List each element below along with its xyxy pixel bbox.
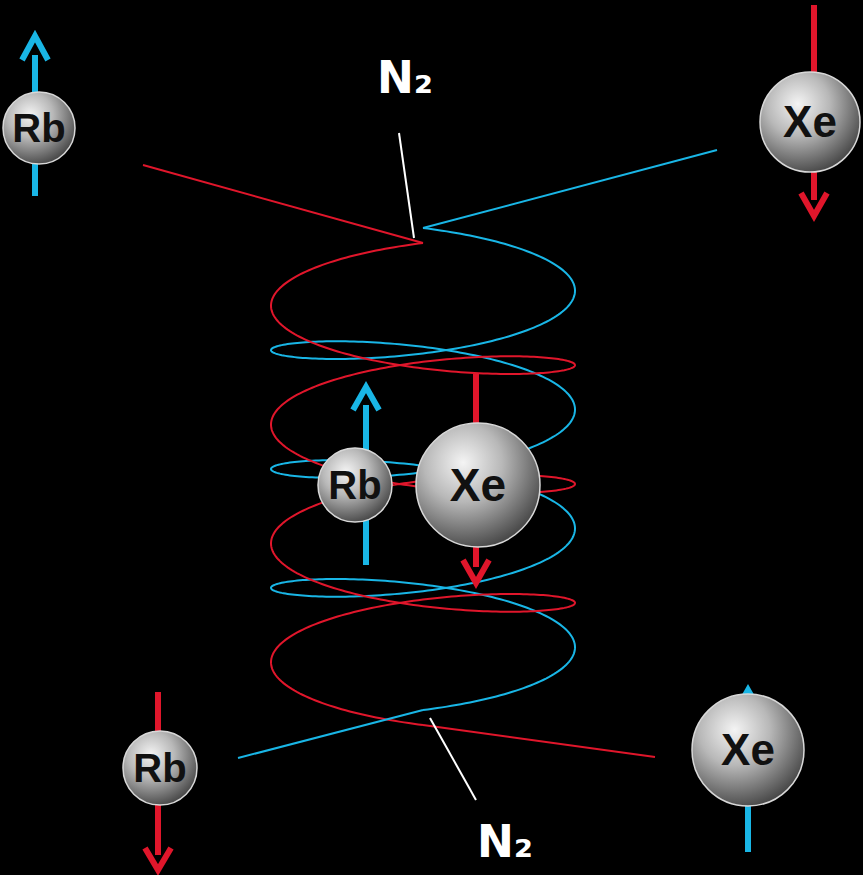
lead-line bbox=[423, 725, 655, 757]
atom-sphere: Rb bbox=[2, 91, 76, 165]
element-symbol: Rb bbox=[2, 91, 76, 165]
helix bbox=[271, 228, 575, 725]
lead-line bbox=[238, 710, 423, 758]
atom-sphere: Rb bbox=[122, 730, 198, 806]
element-symbol: Xe bbox=[415, 422, 541, 548]
atom-sphere: Xe bbox=[759, 71, 861, 173]
helix-strand bbox=[271, 228, 575, 710]
atom-sphere: Xe bbox=[415, 422, 541, 548]
molecule-label: N₂ bbox=[477, 820, 533, 864]
lead-line bbox=[423, 150, 717, 228]
element-symbol: Rb bbox=[317, 447, 393, 523]
leader-line bbox=[430, 718, 476, 800]
lead-line bbox=[143, 165, 423, 243]
atom-sphere: Xe bbox=[691, 693, 805, 807]
leader-line bbox=[399, 133, 414, 238]
helix-strand bbox=[271, 243, 575, 725]
atom-sphere: Rb bbox=[317, 447, 393, 523]
element-symbol: Rb bbox=[122, 730, 198, 806]
element-symbol: Xe bbox=[759, 71, 861, 173]
molecule-label: N₂ bbox=[377, 56, 433, 100]
element-symbol: Xe bbox=[691, 693, 805, 807]
